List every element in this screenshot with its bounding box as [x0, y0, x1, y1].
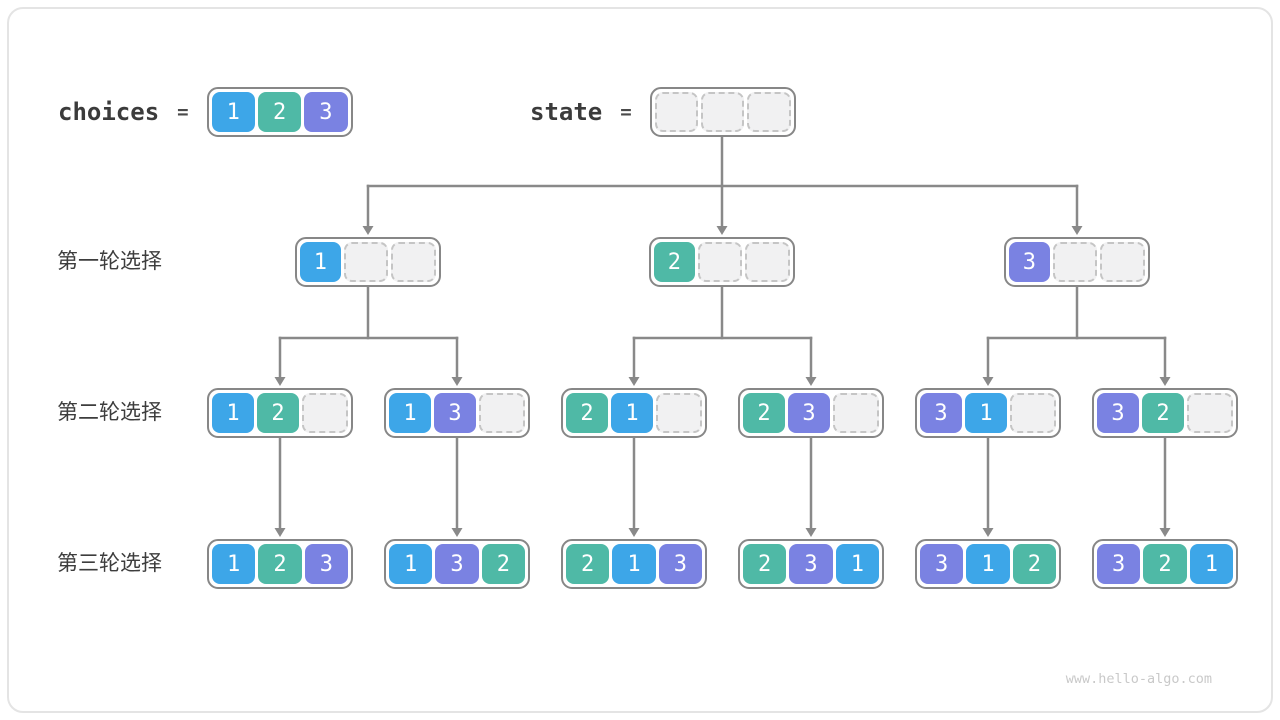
empty-cell: [1100, 242, 1146, 282]
cell-value-2: 2: [566, 393, 608, 433]
empty-cell: [391, 242, 437, 282]
cell-value-3: 3: [1097, 393, 1139, 433]
cell-value-1: 1: [612, 544, 656, 584]
empty-cell: [479, 393, 525, 433]
state-array: [649, 87, 796, 137]
cell-value-1: 1: [211, 92, 255, 132]
empty-cell: [654, 92, 699, 132]
choices-label: choices: [58, 98, 160, 126]
cell-value-1: 1: [966, 544, 1010, 584]
state-node: 2: [649, 237, 795, 287]
cell-value-2: 2: [1142, 393, 1184, 433]
state-node: 3: [1004, 237, 1150, 287]
row-label-round-1: 第一轮选择: [57, 250, 162, 273]
choices-equals-sign: =: [177, 101, 189, 123]
state-node: 1: [295, 237, 441, 287]
cell-value-3: 3: [434, 393, 476, 433]
cell-value-1: 1: [835, 544, 879, 584]
cell-value-1: 1: [965, 393, 1007, 433]
cell-value-3: 3: [658, 544, 702, 584]
cell-value-3: 3: [435, 544, 479, 584]
cell-value-1: 1: [300, 242, 341, 282]
watermark: www.hello-algo.com: [1065, 671, 1212, 687]
empty-cell: [1052, 242, 1098, 282]
cell-value-2: 2: [743, 393, 785, 433]
cell-value-1: 1: [1189, 544, 1233, 584]
cell-value-3: 3: [304, 92, 348, 132]
empty-cell: [747, 92, 791, 132]
cell-value-1: 1: [611, 393, 653, 433]
state-equals-sign: =: [620, 101, 632, 123]
empty-cell: [1187, 393, 1233, 433]
cell-value-3: 3: [788, 393, 830, 433]
state-label: state: [530, 98, 603, 126]
cell-value-3: 3: [304, 544, 348, 584]
cell-value-2: 2: [1012, 544, 1056, 584]
empty-cell: [656, 393, 702, 433]
cell-value-3: 3: [1097, 544, 1141, 584]
cell-value-3: 3: [920, 544, 964, 584]
cell-value-2: 2: [258, 544, 302, 584]
cell-value-2: 2: [257, 92, 302, 132]
empty-cell: [302, 393, 348, 433]
cell-value-1: 1: [212, 544, 256, 584]
cell-value-2: 2: [257, 393, 299, 433]
cell-value-2: 2: [743, 544, 787, 584]
cell-value-3: 3: [920, 393, 962, 433]
cell-value-1: 1: [389, 393, 431, 433]
empty-cell: [745, 242, 791, 282]
empty-cell: [1010, 393, 1056, 433]
empty-cell: [697, 242, 743, 282]
cell-value-1: 1: [389, 544, 433, 584]
empty-cell: [833, 393, 879, 433]
cell-value-3: 3: [1009, 242, 1050, 282]
cell-value-2: 2: [481, 544, 525, 584]
cell-value-2: 2: [566, 544, 610, 584]
empty-cell: [343, 242, 389, 282]
row-label-round-2: 第二轮选择: [57, 401, 162, 424]
empty-cell: [701, 92, 745, 132]
cell-value-3: 3: [789, 544, 833, 584]
row-label-round-3: 第三轮选择: [57, 552, 162, 575]
cell-value-1: 1: [212, 393, 254, 433]
cell-value-2: 2: [654, 242, 695, 282]
state-group: state =: [530, 87, 796, 137]
cell-value-2: 2: [1143, 544, 1187, 584]
